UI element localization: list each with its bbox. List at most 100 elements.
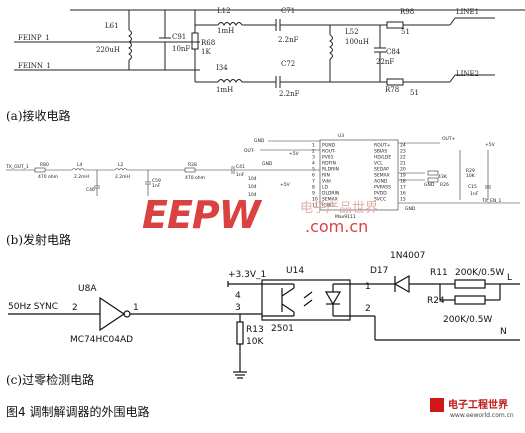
- l61-ref: L61: [105, 22, 119, 30]
- c59-ref: C59: [152, 178, 161, 184]
- figure-caption: 图4 调制解调器的外围电路: [6, 404, 149, 419]
- r98-value: 51: [401, 28, 410, 36]
- u3-left-pin-name: ROUT-: [322, 149, 336, 155]
- u3-left-pin-num: 4: [312, 161, 315, 167]
- vcc-label-3: +5V: [485, 142, 496, 148]
- u3-left-pin-num: 8: [312, 185, 315, 191]
- l2-ref: L2: [118, 162, 124, 168]
- l12-value: 1mH: [217, 27, 234, 35]
- u3-left-pin-name: SEMAX: [322, 197, 338, 203]
- u3-right-pin-num: 23: [400, 149, 406, 155]
- net-tx-en: TX_EN_1: [481, 198, 502, 204]
- u3-right-pin-name: AGND: [374, 179, 388, 185]
- pin-label-104-b: 104: [248, 184, 257, 190]
- u14-ref: U14: [286, 266, 304, 276]
- u3-left-pin-num: 11: [312, 203, 318, 209]
- footer-logo-cn: 电子工程世界: [448, 398, 508, 411]
- u3-right-pin-name: PVDD: [374, 191, 387, 197]
- transmit-circuit: TX_OUT_1 R80 470 ohm L4 2.2mH L2 2.2mH C…: [5, 133, 520, 247]
- r29-value: 10K: [466, 173, 476, 179]
- u3-right-pin-name: SVCC: [374, 197, 386, 203]
- u3-right-pin-name: SEDAP: [374, 167, 389, 173]
- u14-part: 2501: [271, 324, 294, 334]
- u8a-part: MC74HC04AD: [70, 335, 133, 345]
- net-out-minus: OUT-: [244, 148, 255, 154]
- u3-ref: U3: [338, 133, 344, 139]
- r80-value: 470 ohm: [38, 174, 58, 180]
- u3-right-pin-name: VCL: [374, 161, 383, 167]
- u3-left-pin-name: RLDRIN: [322, 167, 339, 173]
- c46-ref: C46: [86, 187, 95, 193]
- r98-ref: R98: [400, 8, 414, 16]
- l52-ref: L52: [345, 28, 359, 36]
- c84-value: 22nF: [376, 58, 394, 66]
- u8a-pin-out: 1: [133, 303, 139, 313]
- l34-ref: I34: [216, 64, 228, 72]
- u14-pin-2: 2: [365, 304, 371, 314]
- u3-left-pin-name: DLDRIN: [322, 191, 339, 197]
- u14-pin-1: 1: [365, 282, 371, 292]
- u3-left-pin-name: Vdd: [322, 179, 331, 185]
- eeworld-logo-icon: [430, 398, 444, 412]
- pin-label-104-c: 104: [248, 192, 257, 198]
- u3-right-pin-num: 18: [400, 179, 406, 185]
- u3-left-pin-num: 3: [312, 155, 315, 161]
- gnd-label-1: GND: [254, 138, 265, 144]
- line-n-label: N: [500, 327, 507, 337]
- r29-ref: R29: [466, 168, 475, 174]
- footer-logo-url: www.eeworld.com.cn: [450, 412, 514, 419]
- l52-value: 100uH: [345, 38, 369, 46]
- u3-right-pin-num: 22: [400, 155, 406, 161]
- zero-cross-circuit: 50Hz SYNC 2 1 U8A MC74HC04AD +3.3V_1 4 3…: [6, 251, 520, 387]
- u3-left-pin-name: RDFIN: [322, 161, 336, 167]
- r11-ref: R11: [430, 268, 448, 278]
- u3-right-pin-num: 16: [400, 191, 406, 197]
- r26-ref: R26: [440, 182, 449, 188]
- watermark-brand: EEPW: [142, 193, 263, 237]
- vcc-3v3-label: +3.3V_1: [228, 270, 266, 280]
- r24-value: 200K/0.5W: [443, 315, 492, 325]
- l34-value: 1mH: [216, 86, 233, 94]
- u3-right-pin-num: 21: [400, 161, 406, 167]
- u3-right-pin-name: ROUT+: [374, 143, 391, 149]
- net-tx-out: TX_OUT_1: [5, 164, 29, 170]
- u8a-ref: U8A: [78, 284, 97, 294]
- caption-zero-cross: (c)过零检测电路: [6, 372, 94, 387]
- u3-right-pin-name: PVPASS: [374, 185, 391, 191]
- u3-left-pin-name: PGND: [322, 143, 336, 149]
- u3-left-pin-num: 2: [312, 149, 315, 155]
- caption-receive: (a)接收电路: [6, 108, 71, 123]
- gnd-label-2: GND: [262, 161, 273, 167]
- u3-left-pin-num: 9: [312, 191, 315, 197]
- net-out-plus: OUT+: [442, 136, 456, 142]
- u3-left-pin-name: PV01: [322, 155, 334, 161]
- c15-ref: C15: [468, 184, 477, 190]
- c72-ref: C72: [281, 60, 295, 68]
- u14-pin-3: 3: [235, 303, 241, 313]
- l12-ref: L12: [217, 7, 231, 15]
- c71-ref: C71: [281, 7, 295, 15]
- u3-right-pin-num: 20: [400, 167, 406, 173]
- gnd-label-4: GND: [405, 206, 416, 212]
- l4-ref: L4: [77, 162, 83, 168]
- u3-left-pin-num: 1: [312, 143, 315, 149]
- u3-right-pin-num: 15: [400, 197, 406, 203]
- r24-ref: R24: [427, 296, 445, 306]
- vcc-label-1: +5V: [289, 151, 300, 157]
- net-line1: LINE1: [456, 8, 479, 16]
- u3-left-pin-name: IGND: [322, 203, 334, 209]
- u8a-pin-in: 2: [72, 303, 78, 313]
- r80-ref: R80: [40, 162, 49, 168]
- receive-circuit: FEINP_1 FEINN_1 L61 220uH C91 10nF R68 1…: [6, 7, 525, 123]
- u3-right-pin-num: 24: [400, 143, 406, 149]
- u3-left-pin-num: 7: [312, 179, 315, 185]
- gnd-label-3: GND: [424, 182, 435, 188]
- u3-right-pin-num: 17: [400, 185, 406, 191]
- r11-value: 200K/0.5W: [455, 268, 504, 278]
- r68-value: 1K: [201, 48, 211, 56]
- c72-value: 2.2nF: [279, 90, 300, 98]
- caption-transmit: (b)发射电路: [6, 232, 71, 247]
- u3-left-pin-num: 10: [312, 197, 318, 203]
- l4-value: 2.2mH: [74, 174, 89, 180]
